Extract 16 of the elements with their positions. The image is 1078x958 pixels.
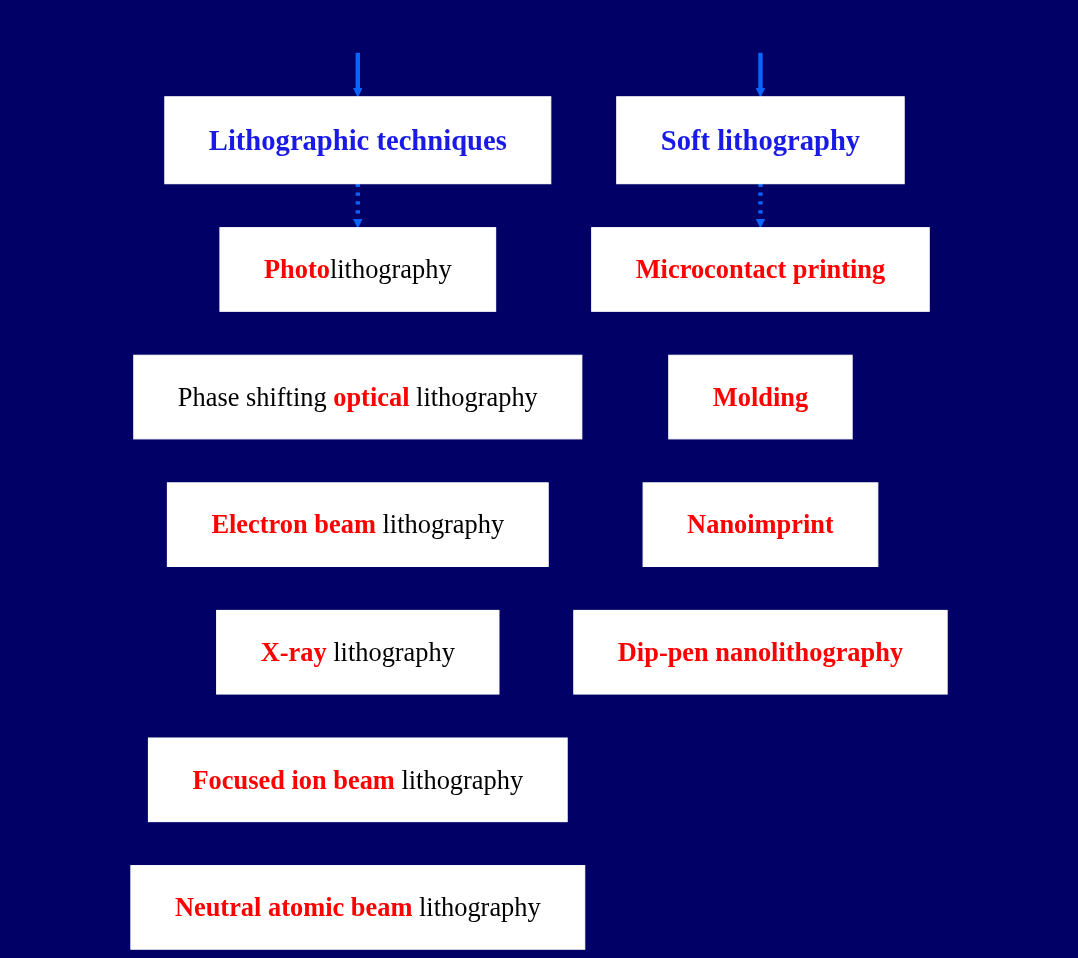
arrow	[755, 52, 766, 98]
arrow	[755, 183, 766, 229]
arrow	[352, 183, 363, 229]
node-box: Dip-pen nanolithography	[573, 609, 948, 695]
node-box: Electron beam lithography	[166, 482, 549, 567]
arrow	[352, 52, 363, 98]
node-box: Soft lithography	[616, 96, 905, 185]
node-box: Photolithography	[219, 227, 497, 312]
node-box: Phase shifting optical lithography	[133, 354, 583, 440]
node-box: X-ray lithography	[216, 609, 500, 695]
node-box: Molding	[668, 354, 853, 440]
node-box: Neutral atomic beam lithography	[130, 865, 586, 950]
node-box: Nanoimprint	[642, 482, 879, 567]
node-box: Microcontact printing	[591, 227, 930, 312]
node-box: Lithographic techniques	[164, 96, 552, 185]
node-box: Focused ion beam lithography	[147, 737, 568, 823]
